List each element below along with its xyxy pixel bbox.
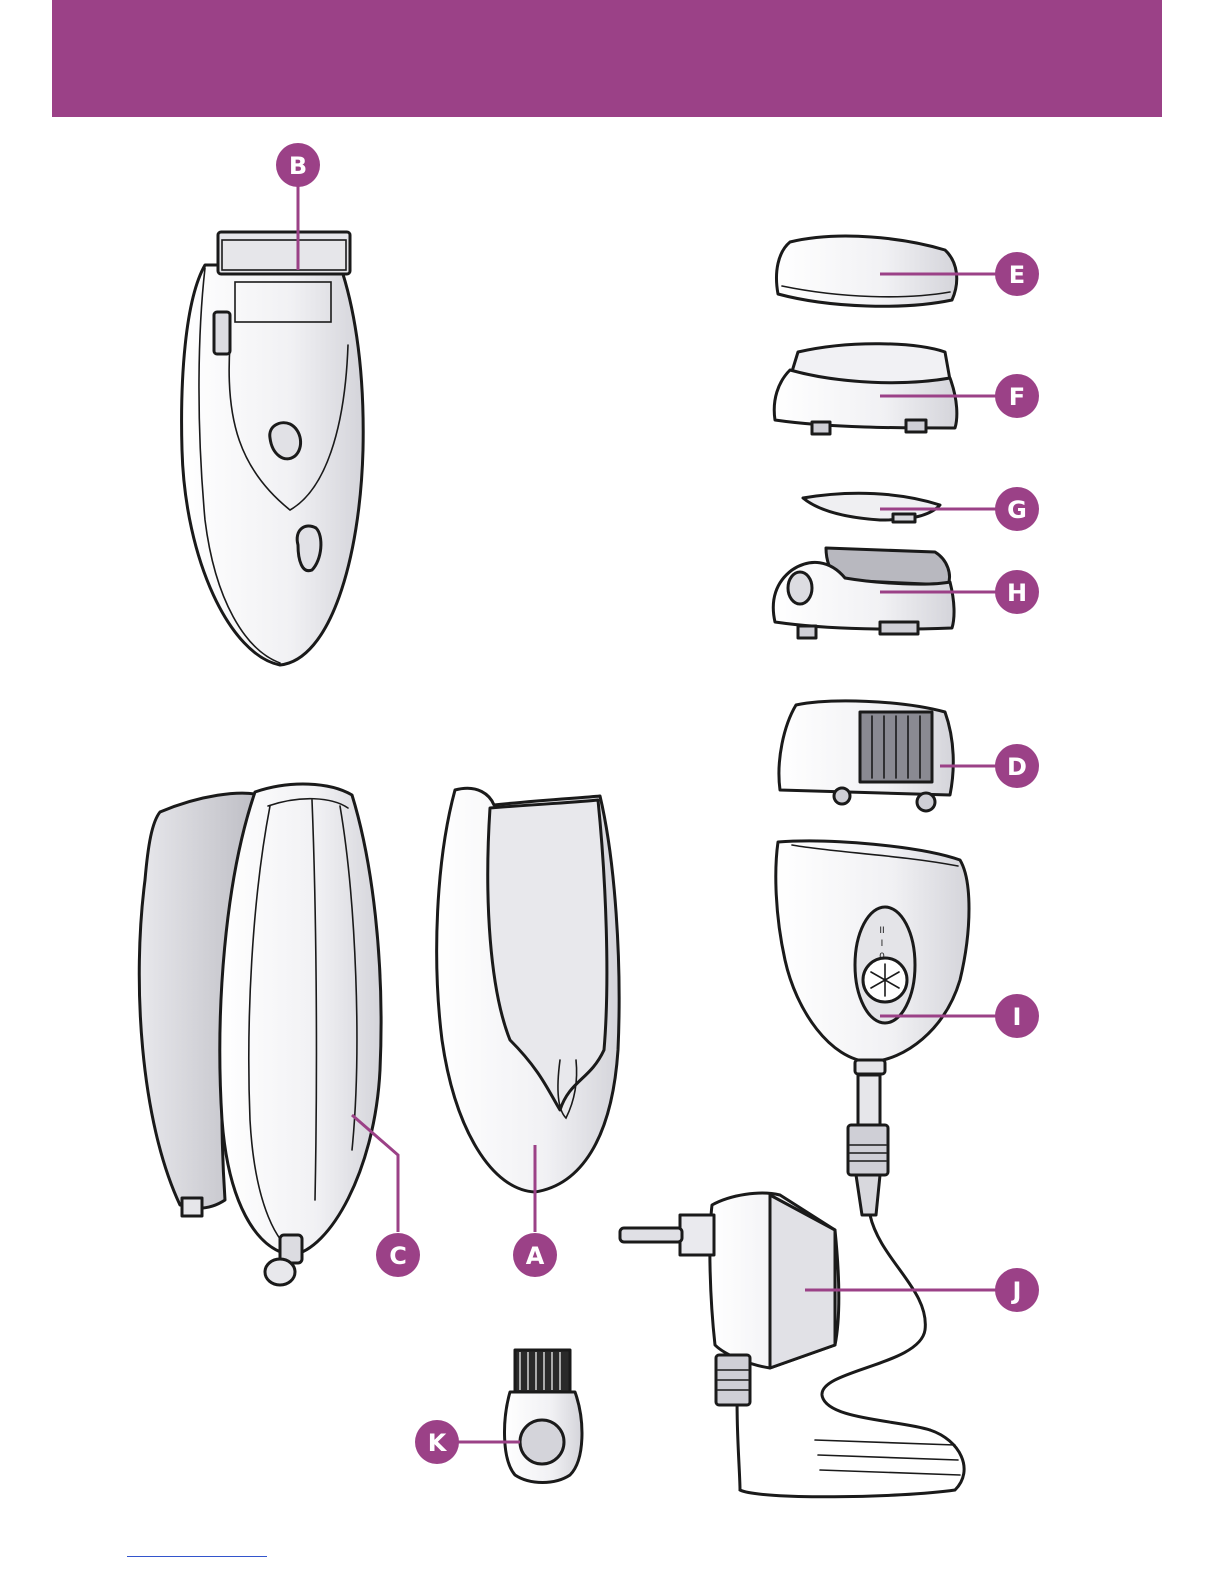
callout-a-label: A (526, 1242, 545, 1270)
part-c-pouch (139, 784, 381, 1285)
callout-k: K (415, 1420, 459, 1464)
footer-rule (127, 1556, 267, 1557)
callout-f-label: F (1009, 383, 1025, 411)
callout-e: E (995, 252, 1039, 296)
switch-mark-top: II (879, 926, 884, 936)
part-b-shaver (182, 232, 364, 665)
callout-j-label: J (1011, 1277, 1022, 1305)
callout-g: G (995, 487, 1039, 531)
callout-g-label: G (1007, 496, 1027, 524)
callout-h: H (995, 570, 1039, 614)
callout-h-label: H (1007, 579, 1027, 607)
part-d-epilator-head (779, 701, 953, 811)
callout-a: A (513, 1233, 557, 1277)
callout-d-label: D (1007, 753, 1027, 781)
callout-d: D (995, 744, 1039, 788)
part-e-cap (777, 236, 957, 306)
part-j-charger (620, 1075, 964, 1497)
callout-j: J (995, 1268, 1039, 1312)
callout-c: C (376, 1233, 420, 1277)
callout-b-label: B (289, 152, 307, 180)
callout-e-label: E (1009, 261, 1025, 289)
switch-mark-mid: I (881, 939, 884, 949)
callout-f: F (995, 374, 1039, 418)
part-f-attachment (774, 344, 957, 434)
callout-b: B (276, 143, 320, 187)
callout-i: I (995, 994, 1039, 1038)
callout-k-label: K (428, 1429, 448, 1457)
callout-i-label: I (1013, 1003, 1022, 1031)
part-k-brush (505, 1350, 582, 1483)
callout-c-label: C (389, 1242, 407, 1270)
snowflake-icon (863, 958, 907, 1002)
part-i-handpiece: II I 0 (776, 841, 969, 1074)
part-a-cover (437, 788, 619, 1192)
